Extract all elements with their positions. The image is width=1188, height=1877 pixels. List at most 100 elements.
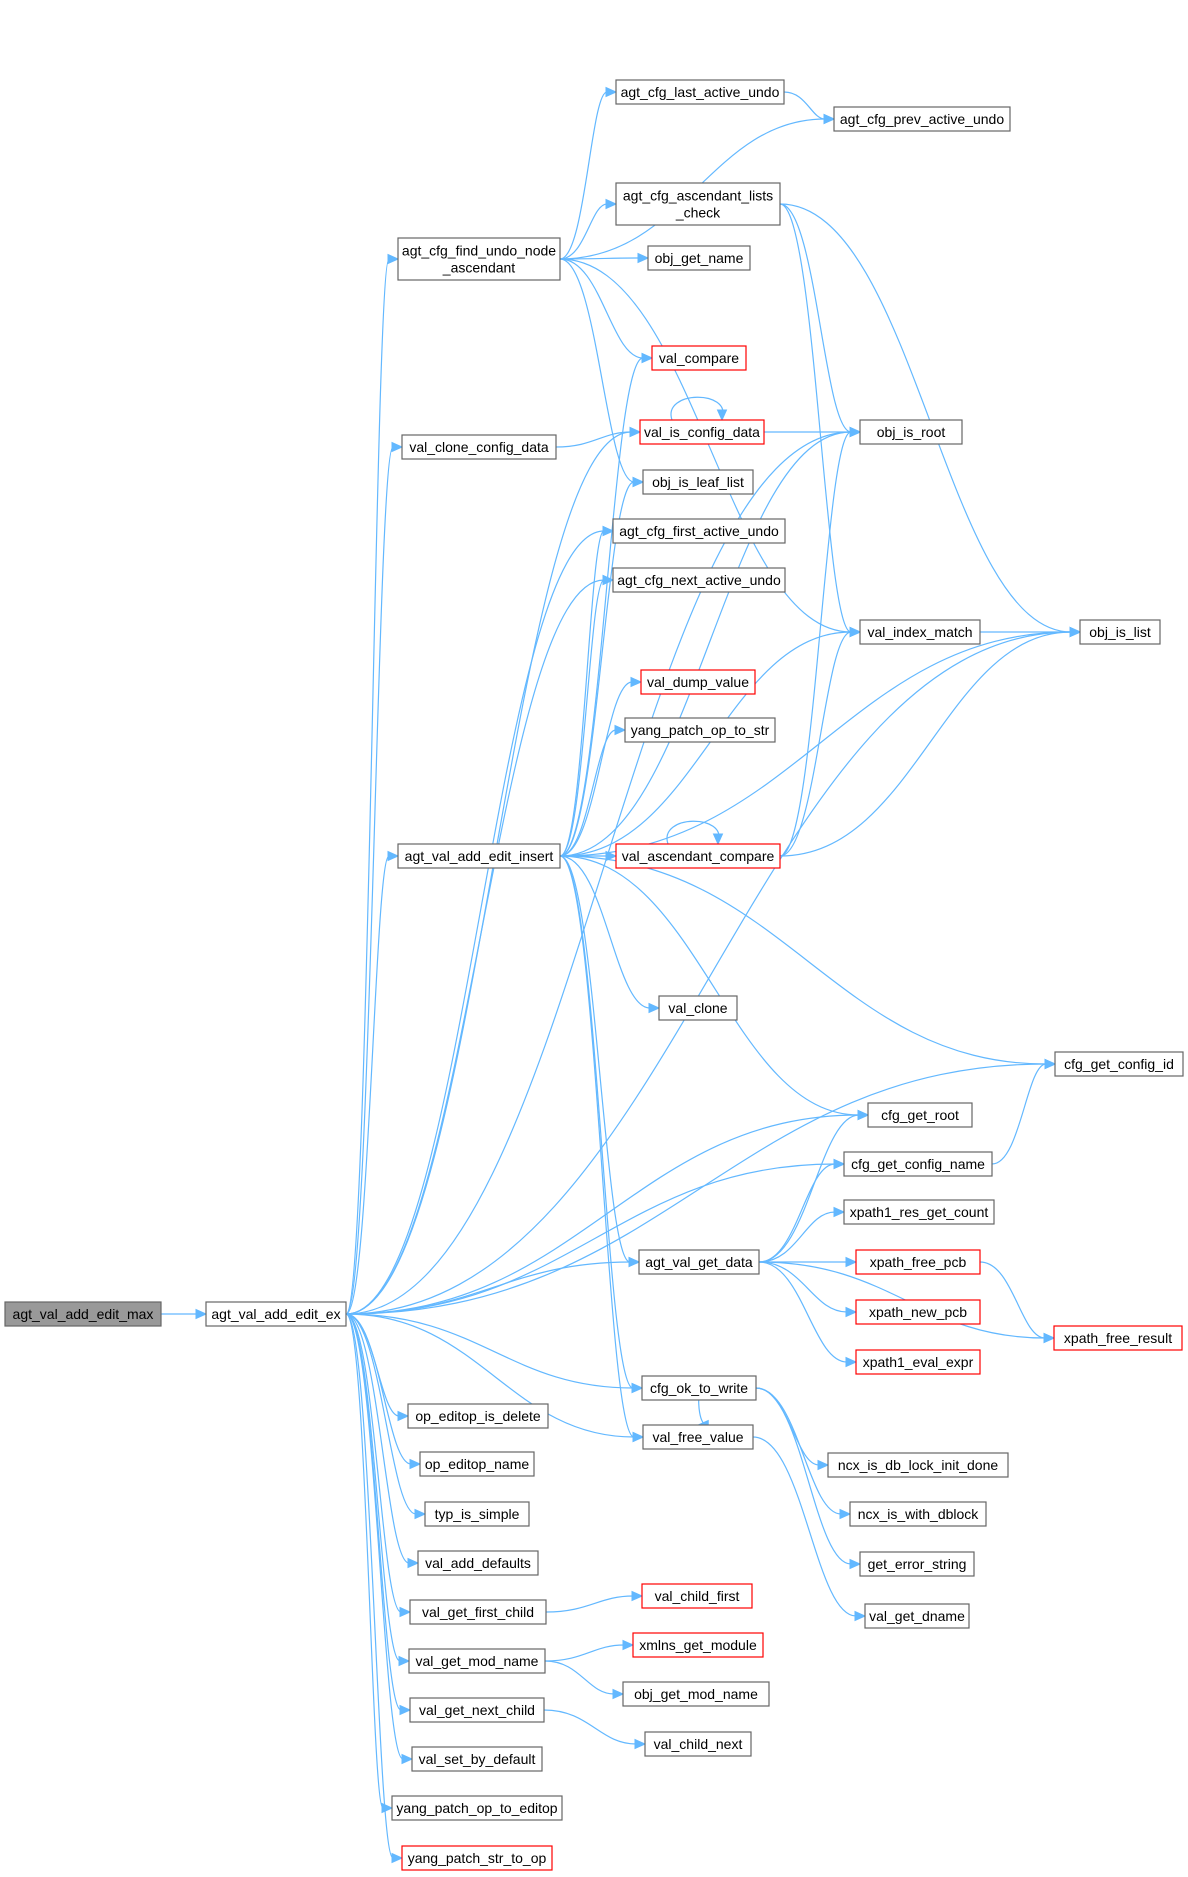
function-node-val-free-value[interactable]: val_free_value <box>642 1424 754 1450</box>
function-node-val-get-next-child[interactable]: val_get_next_child <box>409 1697 545 1723</box>
node-box <box>641 1583 753 1609</box>
function-node-obj-is-root[interactable]: obj_is_root <box>859 419 963 445</box>
function-node-get-error-string[interactable]: get_error_string <box>859 1551 975 1577</box>
function-node-obj-is-leaf-list[interactable]: obj_is_leaf_list <box>642 469 754 495</box>
function-node-val-dump-value[interactable]: val_dump_value <box>640 669 756 695</box>
edge-line <box>755 1387 852 1565</box>
function-node-val-ascendant-compare[interactable]: val_ascendant_compare <box>615 843 781 869</box>
function-node-xpath1-res-get-count[interactable]: xpath1_res_get_count <box>843 1199 995 1225</box>
function-node-ncx-is-with-dblock[interactable]: ncx_is_with_dblock <box>849 1501 987 1527</box>
node-box <box>397 237 561 281</box>
node-label: val_index_match <box>867 624 972 640</box>
arrowhead <box>1043 1332 1056 1344</box>
edge-line <box>666 820 720 845</box>
call-edge-val-is-config-data-to-val-is-config-data <box>670 396 728 422</box>
call-edge-val-clone-config-data-to-val-is-config-data <box>555 426 642 448</box>
function-node-val-get-dname[interactable]: val_get_dname <box>864 1603 970 1629</box>
function-node-obj-get-mod-name[interactable]: obj_get_mod_name <box>622 1681 770 1707</box>
node-label: xpath1_res_get_count <box>850 1204 989 1220</box>
function-node-agt-cfg-next-active-undo[interactable]: agt_cfg_next_active_undo <box>612 567 786 593</box>
function-node-val-add-defaults[interactable]: val_add_defaults <box>417 1550 539 1576</box>
function-node-val-compare[interactable]: val_compare <box>651 345 747 371</box>
node-label: typ_is_simple <box>435 1506 520 1522</box>
node-label: op_editop_name <box>425 1456 530 1472</box>
function-node-cfg-get-config-id[interactable]: cfg_get_config_id <box>1054 1051 1184 1077</box>
node-box <box>641 1375 757 1401</box>
node-label: agt_cfg_next_active_undo <box>617 572 781 588</box>
function-node-val-clone[interactable]: val_clone <box>658 995 738 1021</box>
function-node-val-child-first[interactable]: val_child_first <box>641 1583 753 1609</box>
function-node-cfg-ok-to-write[interactable]: cfg_ok_to_write <box>641 1375 757 1401</box>
arrowhead <box>391 441 404 453</box>
function-node-agt-cfg-ascendant-lists-check[interactable]: agt_cfg_ascendant_lists_check <box>615 182 781 226</box>
function-node-xmlns-get-module[interactable]: xmlns_get_module <box>632 1632 764 1658</box>
function-node-yang-patch-op-to-str[interactable]: yang_patch_op_to_str <box>624 717 776 743</box>
function-node-yang-patch-op-to-editop[interactable]: yang_patch_op_to_editop <box>391 1795 563 1821</box>
node-box <box>397 843 561 869</box>
node-label: val_ascendant_compare <box>622 848 775 864</box>
edge-line <box>758 1114 860 1263</box>
function-node-agt-cfg-last-active-undo[interactable]: agt_cfg_last_active_undo <box>615 79 785 105</box>
node-label: val_free_value <box>652 1429 743 1445</box>
function-node-ncx-is-db-lock-init-done[interactable]: ncx_is_db_lock_init_done <box>827 1452 1009 1478</box>
node-box <box>632 1632 764 1658</box>
node-label: val_get_mod_name <box>416 1653 539 1669</box>
function-node-agt-val-add-edit-max[interactable]: agt_val_add_edit_max <box>4 1301 162 1327</box>
arrowhead <box>634 1738 647 1750</box>
node-box <box>867 1102 973 1128</box>
function-node-val-is-config-data[interactable]: val_is_config_data <box>639 419 765 445</box>
function-node-obj-is-list[interactable]: obj_is_list <box>1079 619 1161 645</box>
node-box <box>401 1845 553 1871</box>
arrowhead <box>849 1558 862 1570</box>
node-label: obj_get_name <box>655 250 744 266</box>
edge-line <box>559 855 635 1438</box>
edge-line <box>779 203 1072 633</box>
function-node-val-get-mod-name[interactable]: val_get_mod_name <box>408 1648 546 1674</box>
function-node-cfg-get-root[interactable]: cfg_get_root <box>867 1102 973 1128</box>
function-node-val-child-next[interactable]: val_child_next <box>644 1731 752 1757</box>
arrowhead <box>387 850 400 862</box>
edge-line <box>752 1436 857 1617</box>
call-edge-val-ascendant-compare-to-obj-is-list <box>779 626 1082 857</box>
function-node-op-editop-is-delete[interactable]: op_editop_is_delete <box>407 1403 549 1429</box>
edge-line <box>779 431 852 857</box>
node-box <box>1079 619 1161 645</box>
function-node-val-set-by-default[interactable]: val_set_by_default <box>411 1746 543 1772</box>
arrowhead <box>648 1002 661 1014</box>
node-box <box>401 434 557 460</box>
function-node-typ-is-simple[interactable]: typ_is_simple <box>424 1501 530 1527</box>
function-node-cfg-get-config-name[interactable]: cfg_get_config_name <box>843 1151 993 1177</box>
node-label: agt_val_get_data <box>645 1254 753 1270</box>
node-box <box>855 1249 981 1275</box>
function-node-yang-patch-str-to-op[interactable]: yang_patch_str_to_op <box>401 1845 553 1871</box>
node-box <box>417 1550 539 1576</box>
function-node-xpath1-eval-expr[interactable]: xpath1_eval_expr <box>855 1349 981 1375</box>
edge-layer <box>161 86 1082 1864</box>
function-node-val-index-match[interactable]: val_index_match <box>859 619 981 645</box>
node-box <box>642 469 754 495</box>
call-edge-agt-val-get-data-to-xpath-new-pcb <box>758 1261 858 1318</box>
function-node-val-get-first-child[interactable]: val_get_first_child <box>409 1599 547 1625</box>
function-node-agt-cfg-first-active-undo[interactable]: agt_cfg_first_active_undo <box>612 518 786 544</box>
node-label: val_get_dname <box>869 1608 965 1624</box>
node-box <box>864 1603 970 1629</box>
function-node-val-clone-config-data[interactable]: val_clone_config_data <box>401 434 557 460</box>
arrowhead <box>387 253 400 265</box>
function-node-agt-cfg-find-undo-node-ascendant[interactable]: agt_cfg_find_undo_node_ascendant <box>397 237 561 281</box>
node-label: yang_patch_str_to_op <box>408 1850 547 1866</box>
call-edge-agt-cfg-last-active-undo-to-agt-cfg-prev-active-undo <box>783 91 836 125</box>
arrowhead <box>845 1356 858 1368</box>
call-edge-agt-val-add-edit-ex-to-agt-val-add-edit-insert <box>345 850 400 1315</box>
edge-line <box>755 1387 820 1466</box>
function-node-op-editop-name[interactable]: op_editop_name <box>419 1451 535 1477</box>
function-node-obj-get-name[interactable]: obj_get_name <box>647 245 751 271</box>
function-node-agt-val-get-data[interactable]: agt_val_get_data <box>638 1249 760 1275</box>
function-node-xpath-new-pcb[interactable]: xpath_new_pcb <box>855 1299 981 1325</box>
function-node-agt-val-add-edit-insert[interactable]: agt_val_add_edit_insert <box>397 843 561 869</box>
function-node-agt-val-add-edit-ex[interactable]: agt_val_add_edit_ex <box>205 1301 347 1327</box>
edge-line <box>345 1063 1047 1315</box>
node-box <box>409 1697 545 1723</box>
function-node-agt-cfg-prev-active-undo[interactable]: agt_cfg_prev_active_undo <box>833 106 1011 132</box>
function-node-xpath-free-result[interactable]: xpath_free_result <box>1053 1325 1183 1351</box>
function-node-xpath-free-pcb[interactable]: xpath_free_pcb <box>855 1249 981 1275</box>
